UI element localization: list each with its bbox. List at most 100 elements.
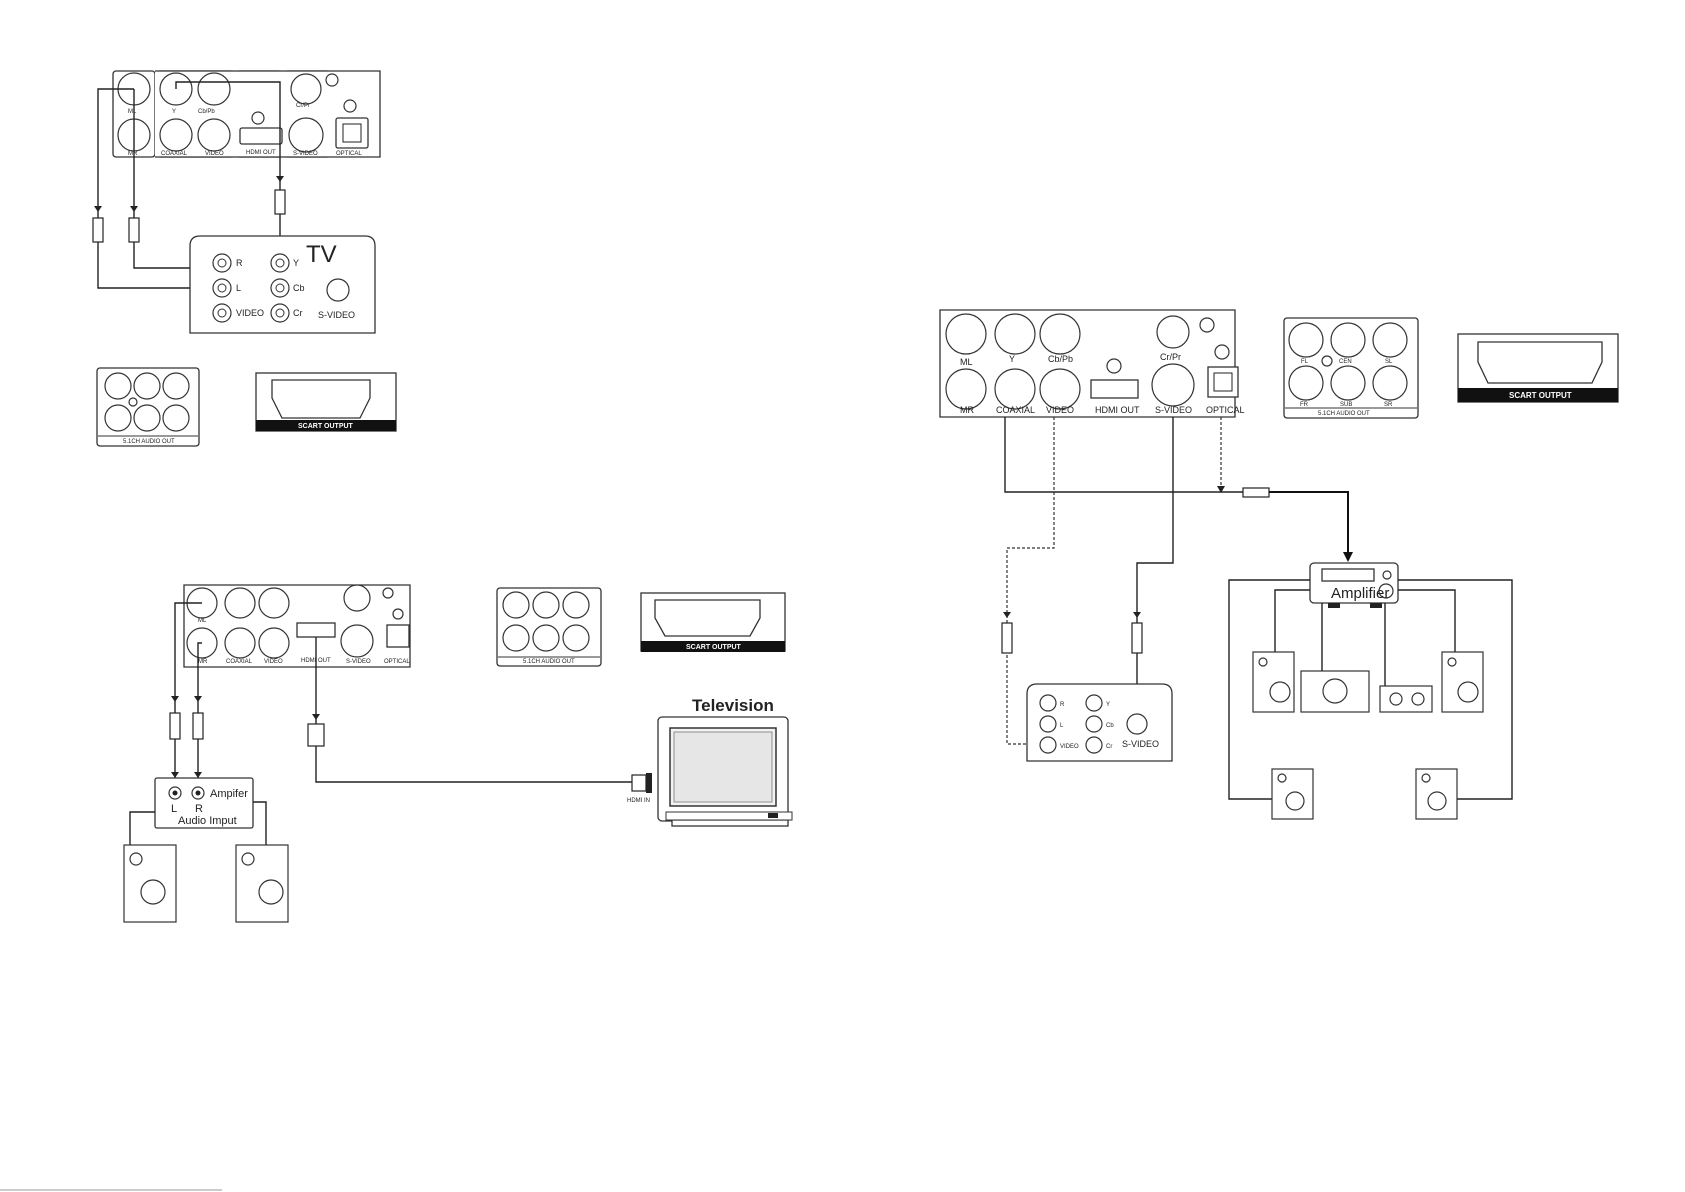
- tv3-label-l: L: [1060, 723, 1064, 729]
- amp-small-audio-input: Audio Imput: [178, 815, 237, 827]
- label-cen: CEN: [1339, 359, 1352, 365]
- label-coaxial: COAXIAL: [161, 151, 188, 157]
- label-sr: SR: [1384, 402, 1393, 408]
- amp-small-title: Ampifer: [210, 788, 248, 800]
- label-fr: FR: [1300, 402, 1309, 408]
- tv-input-box: R L VIDEO Y Cb Cr S-VIDEO TV: [189, 235, 376, 334]
- diagram-amplifier-hdmi: ML MR COAXIAL VIDEO HDMI OUT S-VIDEO OPT…: [123, 584, 793, 923]
- tv-label-video: VIDEO: [236, 308, 264, 318]
- label-y: Y: [172, 109, 176, 115]
- tv3-label-r: R: [1060, 702, 1065, 708]
- tv-label-cr: Cr: [293, 308, 303, 318]
- label-video-2: VIDEO: [264, 659, 283, 665]
- speaker-front-right: [1441, 651, 1484, 713]
- label-sub: SUB: [1340, 402, 1352, 408]
- wire-rear-left: [1228, 579, 1310, 800]
- tv-label-cb: Cb: [293, 283, 305, 293]
- speaker-wire-right: [253, 801, 267, 845]
- label-coaxial-2: COAXIAL: [226, 659, 253, 665]
- tv-label-r: R: [236, 258, 243, 268]
- diagram-tv-connection: ML MR COAXIAL VIDEO HDMI OUT S-VIDEO OPT…: [92, 70, 397, 447]
- plug-2: [128, 217, 140, 243]
- label-fl: FL: [1301, 359, 1309, 365]
- audio-out-panel-2: 5.1CH AUDIO OUT: [496, 587, 602, 667]
- diagram-5-1-system: ML MR COAXIAL VIDEO HDMI OUT S-VIDEO OPT…: [939, 309, 1619, 820]
- audio-out-panel-3: FL CEN SL FR SUB SR 5.1CH AUDIO OUT: [1283, 317, 1419, 419]
- scart-label-3: SCART OUTPUT: [1509, 391, 1572, 400]
- label-y-3: Y: [1009, 354, 1015, 364]
- amplifier-large: Amplifier: [1309, 562, 1399, 608]
- label-ml-2: ML: [198, 618, 207, 624]
- tv3-label-video: VIDEO: [1060, 744, 1079, 750]
- amplifier-small: Ampifer L R Audio Imput: [154, 777, 254, 829]
- label-ml-3: ML: [960, 357, 973, 367]
- cable-coaxial: [1004, 417, 1243, 493]
- tv-input-box-3: R L VIDEO Y Cb Cr S-VIDEO: [1026, 683, 1173, 762]
- label-s-video-2: S-VIDEO: [346, 659, 371, 665]
- label-ml: ML: [128, 109, 137, 115]
- cable-to-amplifier: [1269, 491, 1349, 556]
- plug-1: [92, 217, 104, 243]
- tv-label-y: Y: [293, 258, 299, 268]
- speaker-subwoofer: [1379, 685, 1433, 713]
- label-optical-3: OPTICAL: [1206, 405, 1245, 415]
- speaker-right-small: [235, 844, 289, 923]
- speaker-wire-left: [129, 811, 155, 845]
- tv3-label-y: Y: [1106, 702, 1110, 708]
- label-video-3: VIDEO: [1046, 405, 1074, 415]
- scart-panel-3: SCART OUTPUT: [1457, 333, 1619, 403]
- scart-label-2: SCART OUTPUT: [686, 644, 742, 651]
- audio-out-caption-1: 5.1CH AUDIO OUT: [123, 439, 175, 445]
- audio-out-panel-1: 5.1CH AUDIO OUT: [96, 367, 200, 447]
- label-cb-pb: Cb/Pb: [198, 109, 215, 115]
- hdmi-in-label: HDMI IN: [627, 798, 650, 804]
- television: Television HDMI IN: [627, 696, 793, 827]
- tv-label-s-video: S-VIDEO: [318, 310, 355, 320]
- audio-out-caption-2: 5.1CH AUDIO OUT: [523, 659, 575, 665]
- amp-small-l: L: [171, 803, 177, 815]
- label-mr-2: MR: [198, 659, 208, 665]
- speaker-rear-left: [1271, 768, 1314, 820]
- cable-component: [175, 81, 281, 290]
- scart-label-1: SCART OUTPUT: [298, 423, 354, 430]
- label-coaxial-3: COAXIAL: [996, 405, 1035, 415]
- wire-front-right: [1398, 589, 1456, 652]
- plug-3: [274, 189, 286, 215]
- cable-video-dashed: [1006, 417, 1055, 745]
- scart-panel-2: SCART OUTPUT: [640, 592, 786, 652]
- speaker-left-small: [123, 844, 177, 923]
- audio-out-caption-3: 5.1CH AUDIO OUT: [1318, 411, 1370, 417]
- label-mr-3: MR: [960, 405, 974, 415]
- rear-panel-1: ML MR COAXIAL VIDEO HDMI OUT S-VIDEO OPT…: [112, 70, 381, 158]
- tv3-label-s-video: S-VIDEO: [1122, 739, 1159, 749]
- rear-panel-3: ML MR COAXIAL VIDEO HDMI OUT S-VIDEO OPT…: [939, 309, 1245, 418]
- speaker-rear-right: [1415, 768, 1458, 820]
- label-optical: OPTICAL: [336, 151, 362, 157]
- label-hdmi-out: HDMI OUT: [246, 150, 276, 156]
- label-s-video: S-VIDEO: [293, 151, 318, 157]
- scart-panel-1: SCART OUTPUT: [255, 372, 397, 432]
- wire-front-left: [1274, 589, 1310, 652]
- label-cb-pb-3: Cb/Pb: [1048, 354, 1073, 364]
- label-cr-pr: Cr/Pr: [296, 103, 310, 109]
- tv-title: TV: [306, 241, 337, 268]
- amp-large-title: Amplifier: [1331, 585, 1389, 602]
- label-video: VIDEO: [205, 151, 224, 157]
- label-cr-pr-3: Cr/Pr: [1160, 352, 1181, 362]
- cable-right-audio: [133, 89, 214, 269]
- speaker-front-left: [1252, 651, 1295, 713]
- amp-small-r: R: [195, 803, 203, 815]
- tv3-label-cb: Cb: [1106, 723, 1114, 729]
- television-title: Television: [692, 696, 774, 715]
- tv-label-l: L: [236, 283, 241, 293]
- label-sl: SL: [1385, 359, 1393, 365]
- tv3-label-cr: Cr: [1106, 744, 1112, 750]
- label-mr: MR: [128, 151, 138, 157]
- label-hdmi-out-3: HDMI OUT: [1095, 405, 1140, 415]
- speaker-center: [1300, 670, 1370, 713]
- cable-left-audio: [97, 88, 214, 289]
- wire-rear-right: [1398, 579, 1513, 800]
- rear-panel-2: ML MR COAXIAL VIDEO HDMI OUT S-VIDEO OPT…: [183, 584, 411, 668]
- label-s-video-3: S-VIDEO: [1155, 405, 1192, 415]
